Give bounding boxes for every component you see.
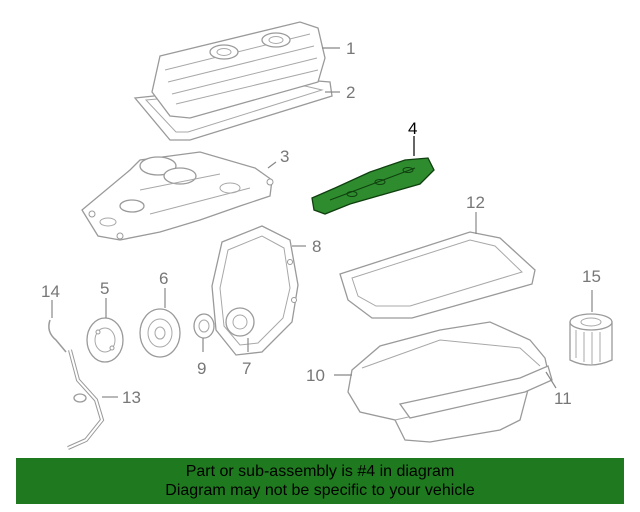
exploded-parts-diagram: 1 2 3 4 5 6 7 8 9 10 11 12 13 14 15: [41, 21, 613, 450]
callout-2: 2: [346, 83, 355, 102]
part-4-highlighted: [311, 157, 435, 215]
callout-6: 6: [159, 269, 168, 288]
part-5-pulley: [86, 317, 124, 363]
callout-5: 5: [100, 279, 109, 298]
callout-3: 3: [280, 147, 289, 166]
callout-1: 1: [346, 39, 355, 58]
part-15-oil-filter: [569, 313, 613, 366]
part-3-intake-manifold: [81, 151, 274, 241]
callout-10: 10: [306, 366, 325, 385]
part-13-dipstick-tube: [67, 349, 105, 450]
callout-14: 14: [41, 282, 60, 301]
info-banner: Part or sub-assembly is #4 in diagram Di…: [16, 458, 624, 504]
part-14-dipstick: [48, 319, 67, 353]
part-9-spacer: [193, 313, 215, 339]
part-8-timing-cover: [211, 225, 299, 356]
banner-line-part-number: Part or sub-assembly is #4 in diagram: [185, 463, 455, 480]
callout-8: 8: [312, 237, 321, 256]
callout-9: 9: [197, 359, 206, 378]
callout-15: 15: [582, 267, 601, 286]
callout-4: 4: [408, 119, 417, 138]
callout-7: 7: [242, 359, 251, 378]
callout-labels: 1 2 3 4 5 6 7 8 9 10 11 12 13 14 15: [41, 39, 601, 408]
leader-lines: [51, 47, 593, 398]
callout-13: 13: [122, 388, 141, 407]
part-6-damper: [139, 308, 181, 358]
part-11-oil-pan-gasket: [398, 365, 553, 419]
callout-11: 11: [554, 389, 572, 408]
callout-12: 12: [466, 193, 485, 212]
part-12-oil-pan-gasket: [339, 231, 536, 319]
part-1-valve-cover: [151, 21, 326, 119]
banner-line-disclaimer: Diagram may not be specific to your vehi…: [165, 482, 475, 499]
